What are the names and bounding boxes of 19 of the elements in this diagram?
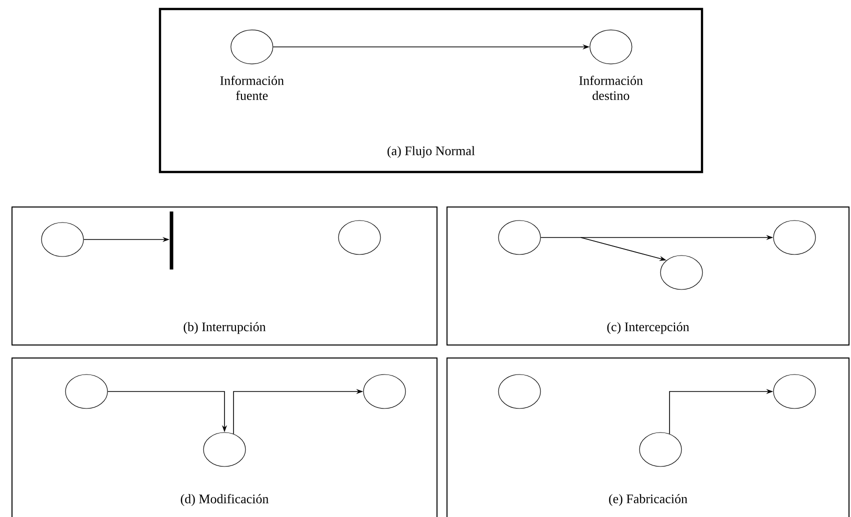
- node-label: Información fuente: [220, 76, 284, 100]
- circle: [639, 432, 682, 467]
- circle: [65, 374, 108, 409]
- panel: (d) Modificación: [12, 358, 438, 517]
- circle: [498, 374, 541, 409]
- circle: [590, 30, 632, 64]
- node-label: Información destino: [579, 76, 643, 100]
- circle: [498, 220, 541, 255]
- panel: (c) Intercepción: [446, 206, 850, 346]
- circle: [363, 374, 406, 409]
- circle: [338, 220, 381, 255]
- circle: [773, 220, 816, 255]
- circle: [41, 222, 84, 257]
- circle: [660, 255, 703, 290]
- circle: [773, 374, 816, 409]
- panel: (e) Fabricación: [446, 358, 850, 517]
- panel: (b) Interrupción: [12, 206, 438, 346]
- circle: [203, 432, 246, 467]
- circle: [230, 30, 274, 64]
